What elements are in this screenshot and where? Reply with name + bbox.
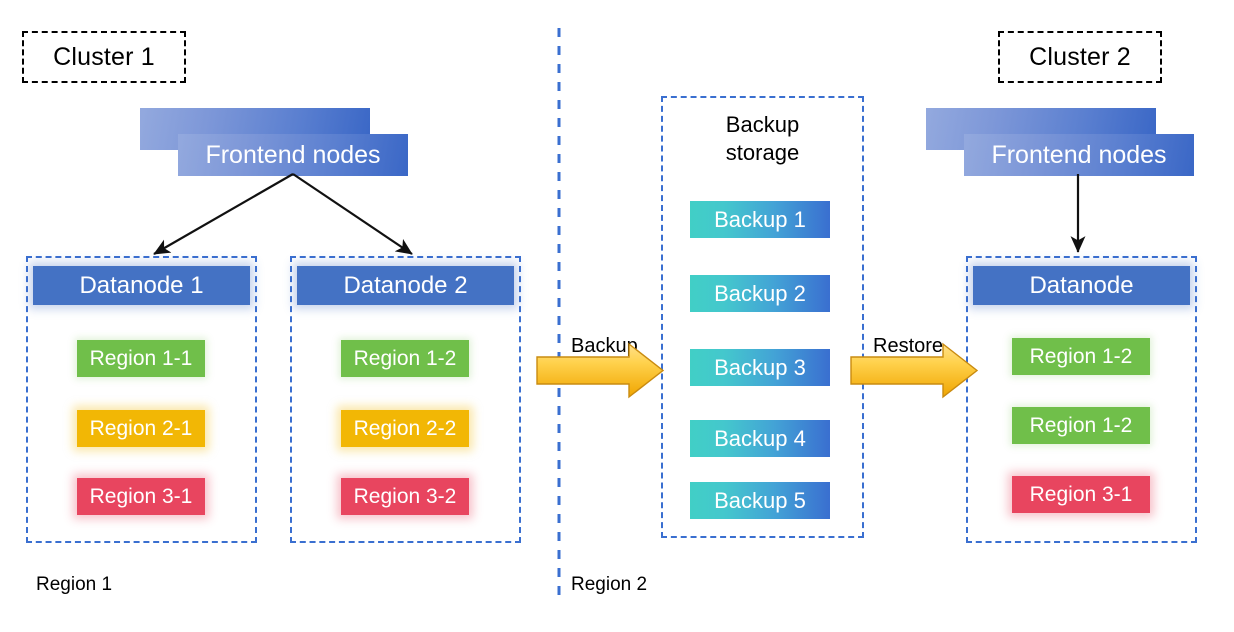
connector-frontend-to-datanode-2 (292, 173, 413, 255)
region-2-caption: Region 2 (571, 574, 648, 595)
datanode-1-region-1[interactable]: Region 1-1 (77, 340, 205, 377)
cluster2-datanode-region-2[interactable]: Region 1-2 (1012, 407, 1150, 444)
datanode-2-region-1[interactable]: Region 1-2 (341, 340, 469, 377)
backup-storage-title: Backup storage (725, 112, 800, 165)
datanode-1-region-2[interactable]: Region 2-1 (77, 410, 205, 447)
restore-arrow-label: Restore (873, 335, 944, 357)
cluster-1-label: Cluster 1 (22, 31, 186, 83)
datanode-1-container[interactable] (26, 256, 257, 543)
cluster2-frontend-nodes[interactable]: Frontend nodes (926, 108, 1198, 176)
cluster2-frontend-nodes-label: Frontend nodes (964, 134, 1194, 176)
cluster2-datanode-header[interactable]: Datanode (973, 266, 1190, 305)
datanode-1-region-3[interactable]: Region 3-1 (77, 478, 205, 515)
datanode-2-region-2[interactable]: Region 2-2 (341, 410, 469, 447)
backup-item-1[interactable]: Backup 1 (690, 201, 830, 238)
backup-item-3[interactable]: Backup 3 (690, 349, 830, 386)
backup-arrow-label: Backup (571, 335, 638, 357)
cluster1-frontend-nodes[interactable]: Frontend nodes (140, 108, 412, 176)
cluster-2-label: Cluster 2 (998, 31, 1162, 83)
datanode-2-header[interactable]: Datanode 2 (297, 266, 514, 305)
backup-item-2[interactable]: Backup 2 (690, 275, 830, 312)
datanode-1-header[interactable]: Datanode 1 (33, 266, 250, 305)
cluster2-datanode-container[interactable] (966, 256, 1197, 543)
backup-item-5[interactable]: Backup 5 (690, 482, 830, 519)
datanode-2-region-3[interactable]: Region 3-2 (341, 478, 469, 515)
region-1-caption: Region 1 (36, 574, 113, 595)
cluster2-datanode-region-3[interactable]: Region 3-1 (1012, 476, 1150, 513)
connector-frontend-to-datanode-1 (153, 173, 294, 255)
cluster1-frontend-nodes-label: Frontend nodes (178, 134, 408, 176)
backup-storage-container[interactable] (661, 96, 864, 538)
datanode-2-container[interactable] (290, 256, 521, 543)
cluster2-datanode-region-1[interactable]: Region 1-2 (1012, 338, 1150, 375)
backup-item-4[interactable]: Backup 4 (690, 420, 830, 457)
